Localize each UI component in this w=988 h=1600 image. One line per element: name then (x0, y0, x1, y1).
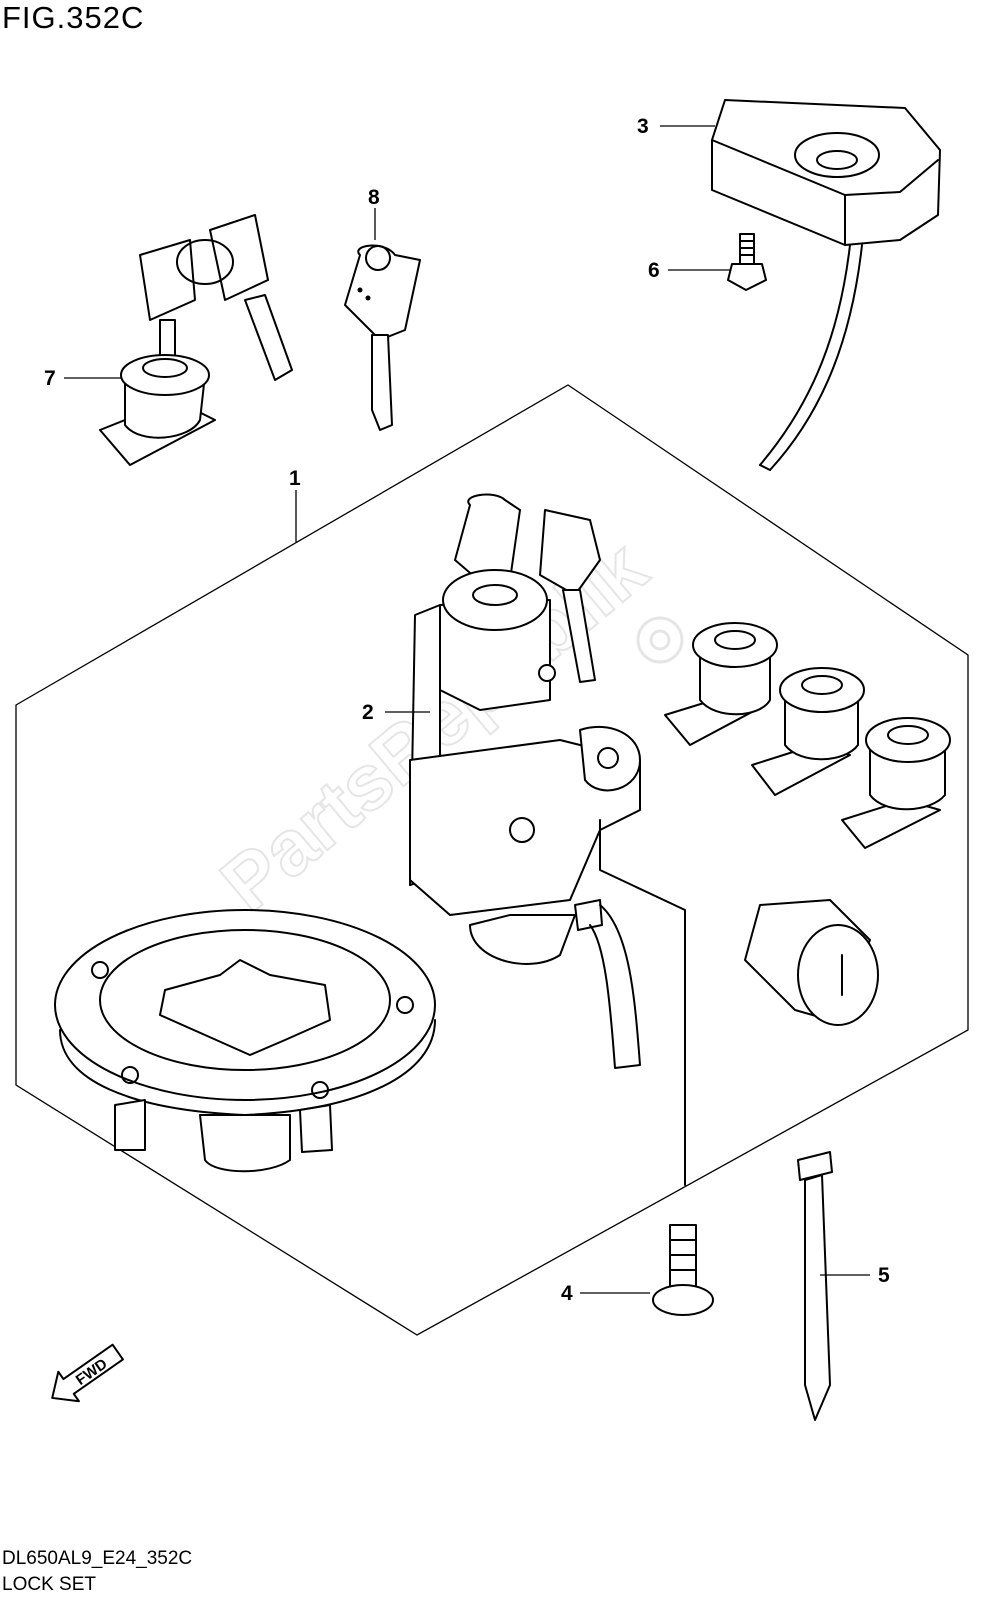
figure-title: FIG.352C (2, 0, 145, 35)
side-case-lock-d[interactable] (744, 899, 879, 1026)
callout-3: 3 (637, 115, 649, 138)
leader-lines (64, 125, 870, 1294)
lock-set-boundary (15, 384, 969, 1336)
part-6-bolt[interactable] (727, 233, 767, 291)
callout-8: 8 (368, 186, 380, 209)
fuel-cap-ring[interactable] (54, 909, 436, 1173)
callout-7: 7 (44, 367, 56, 390)
part-8-key[interactable] (344, 244, 421, 431)
part-3-lock-cover[interactable] (711, 99, 941, 471)
part-5-cable-tie[interactable] (797, 1151, 833, 1421)
part-2-ignition-switch[interactable] (409, 493, 686, 1186)
callout-5: 5 (878, 1264, 890, 1287)
side-case-lock-c[interactable] (841, 717, 951, 849)
gear-icon (636, 616, 684, 664)
figure-name: LOCK SET (2, 1574, 96, 1595)
part-7-lock-with-keys[interactable] (99, 214, 293, 466)
callout-numbers: 1 2 3 4 5 6 7 8 (44, 115, 890, 1305)
callout-1: 1 (289, 467, 301, 490)
callout-2: 2 (362, 701, 374, 724)
fwd-direction-arrow: FWD (51, 1343, 124, 1403)
part-4-screw[interactable] (652, 1224, 714, 1316)
side-case-lock-b[interactable] (751, 667, 865, 796)
callout-6: 6 (648, 259, 660, 282)
figure-code: DL650AL9_E24_352C (2, 1548, 193, 1569)
side-case-lock-a[interactable] (664, 622, 778, 746)
callout-4: 4 (561, 1282, 573, 1305)
